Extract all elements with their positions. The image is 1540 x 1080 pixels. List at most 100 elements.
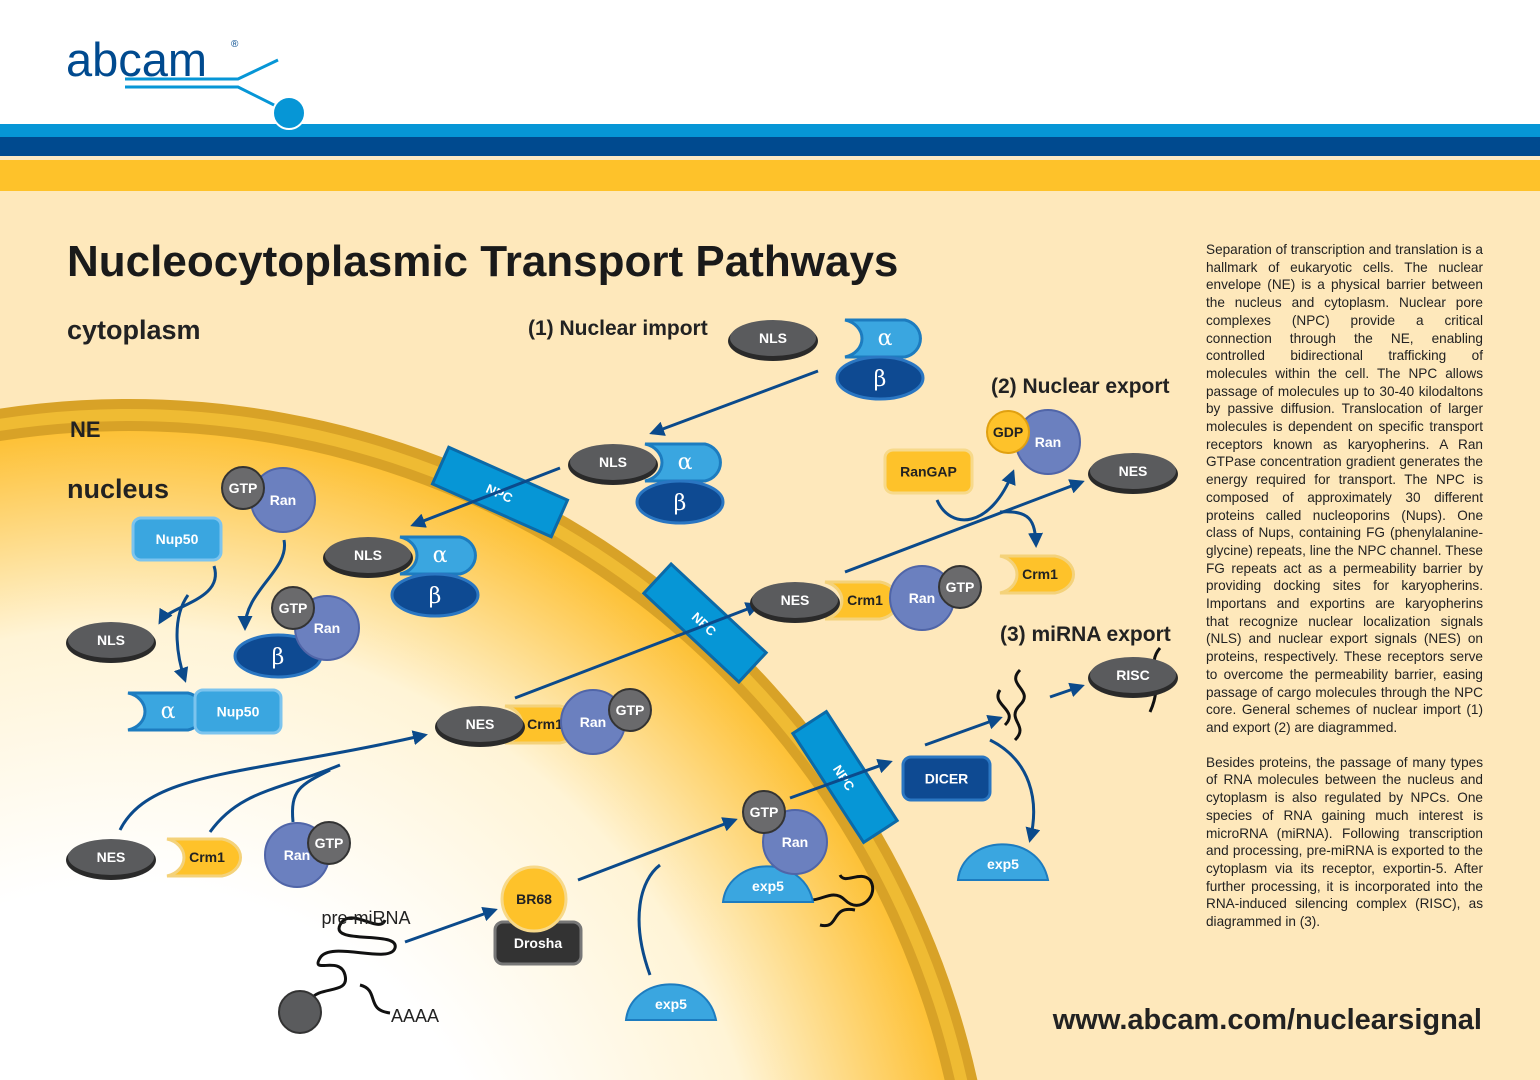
beta-label: β — [429, 584, 442, 609]
gtp-nucleotide: GTP — [608, 688, 652, 732]
gtp-label: GTP — [315, 835, 344, 851]
gtp-nucleotide: GTP — [221, 466, 265, 510]
exp5-label: exp5 — [655, 996, 687, 1012]
nup50-box: Nup50 — [193, 688, 283, 735]
nup50-box: Nup50 — [131, 516, 223, 562]
nes-label: NES — [1119, 463, 1148, 479]
label-polya: AAAA — [391, 1006, 439, 1026]
crm1-exportin: Crm1 — [166, 837, 243, 878]
header-band-yellow — [0, 160, 1540, 191]
label-cytoplasm: cytoplasm — [67, 315, 201, 345]
label-ne: NE — [70, 417, 101, 442]
crm1-label: Crm1 — [527, 716, 563, 732]
nls-molecule: NLS — [323, 537, 413, 578]
nls-molecule: NLS — [568, 444, 658, 485]
pre-mirna-strand — [308, 916, 397, 1001]
gtp-nucleotide: GTP — [742, 790, 786, 834]
gtp-nucleotide: GTP — [271, 586, 315, 630]
nes-label: NES — [781, 592, 810, 608]
alpha-label: α — [878, 326, 893, 351]
nls-label: NLS — [97, 632, 125, 648]
description: Separation of transcription and translat… — [1206, 241, 1483, 948]
ran-label: Ran — [314, 620, 340, 636]
crm1-label: Crm1 — [189, 849, 225, 865]
nls-molecule: NLS — [728, 320, 818, 361]
nes-molecule: NES — [750, 582, 840, 623]
gtp-label: GTP — [229, 480, 258, 496]
dicer-box: DICER — [901, 755, 992, 802]
ran-label: Ran — [909, 590, 935, 606]
importin-beta: β — [835, 355, 925, 401]
drosha-label: Drosha — [514, 935, 562, 951]
exp5-exportin: exp5 — [624, 983, 718, 1021]
ran-label: Ran — [1035, 434, 1061, 450]
nup50-label: Nup50 — [156, 531, 199, 547]
nls-molecule: NLS — [66, 622, 156, 663]
ran-label: Ran — [284, 847, 310, 863]
gtp-label: GTP — [750, 804, 779, 820]
header — [0, 0, 1540, 124]
importin-alpha: α — [844, 318, 922, 359]
exp5-exportin: exp5 — [956, 843, 1050, 881]
header-band-cream — [0, 156, 1540, 160]
mirna-strand-exp5 — [798, 874, 875, 928]
website-link[interactable]: www.abcam.com/nuclearsignal — [1052, 1004, 1482, 1036]
risc-label: RISC — [1116, 667, 1149, 683]
nls-label: NLS — [759, 330, 787, 346]
drosha-box: Drosha — [493, 920, 583, 966]
ran-label: Ran — [580, 714, 606, 730]
beta-label: β — [874, 367, 887, 392]
alpha-label: α — [161, 699, 176, 724]
nls-label: NLS — [599, 454, 627, 470]
crm1-exportin: Crm1 — [999, 554, 1076, 595]
br68-label: BR68 — [516, 891, 552, 907]
nuclear-envelope — [0, 398, 978, 1080]
description-paragraph-1: Separation of transcription and translat… — [1206, 242, 1483, 735]
importin-beta: β — [390, 572, 480, 618]
nes-label: NES — [466, 716, 495, 732]
abcam-logo[interactable]: abcam ® — [66, 33, 306, 130]
label-nuclear-export: (2) Nuclear export — [991, 375, 1170, 398]
nes-molecule: NES — [435, 706, 525, 747]
gdp-label: GDP — [993, 424, 1023, 440]
mirna-strand — [996, 668, 1026, 742]
exp5-label: exp5 — [752, 878, 784, 894]
br68-protein: BR68 — [500, 865, 568, 933]
alpha-label: α — [433, 543, 448, 568]
description-paragraph-2: Besides proteins, the passage of many ty… — [1206, 754, 1483, 930]
label-nuclear-import: (1) Nuclear import — [528, 317, 708, 340]
rangap-box: RanGAP — [883, 448, 974, 495]
nes-molecule: NES — [66, 839, 156, 880]
header-band-light-blue — [0, 124, 1540, 137]
logo-registered: ® — [231, 39, 239, 50]
arrows — [118, 369, 1085, 976]
label-nucleus: nucleus — [67, 474, 169, 504]
gtp-label: GTP — [279, 600, 308, 616]
pre-mirna-cap — [278, 990, 322, 1034]
beta-label: β — [272, 645, 285, 670]
crm1-label: Crm1 — [847, 592, 883, 608]
rangap-label: RanGAP — [900, 464, 957, 480]
nes-label: NES — [97, 849, 126, 865]
gtp-label: GTP — [946, 579, 975, 595]
gtp-nucleotide: GTP — [307, 821, 351, 865]
crm1-label: Crm1 — [1022, 566, 1058, 582]
importin-alpha: α — [127, 691, 205, 732]
risc-molecule: RISC — [1088, 657, 1178, 698]
ran-label: Ran — [270, 492, 296, 508]
nls-label: NLS — [354, 547, 382, 563]
label-mirna-export: (3) miRNA export — [1000, 623, 1171, 646]
nes-molecule: NES — [1088, 453, 1178, 494]
beta-label: β — [674, 491, 687, 516]
gtp-nucleotide: GTP — [938, 565, 982, 609]
nup50-label: Nup50 — [217, 704, 260, 720]
alpha-label: α — [678, 450, 693, 475]
gdp-nucleotide: GDP — [986, 410, 1030, 454]
importin-beta: β — [635, 479, 725, 525]
nucleus-body — [0, 415, 961, 1080]
ran-protein: Ran — [889, 565, 955, 631]
ran-label: Ran — [782, 834, 808, 850]
exp5-exportin: exp5 — [721, 865, 815, 903]
logo-text: abcam — [66, 33, 207, 86]
